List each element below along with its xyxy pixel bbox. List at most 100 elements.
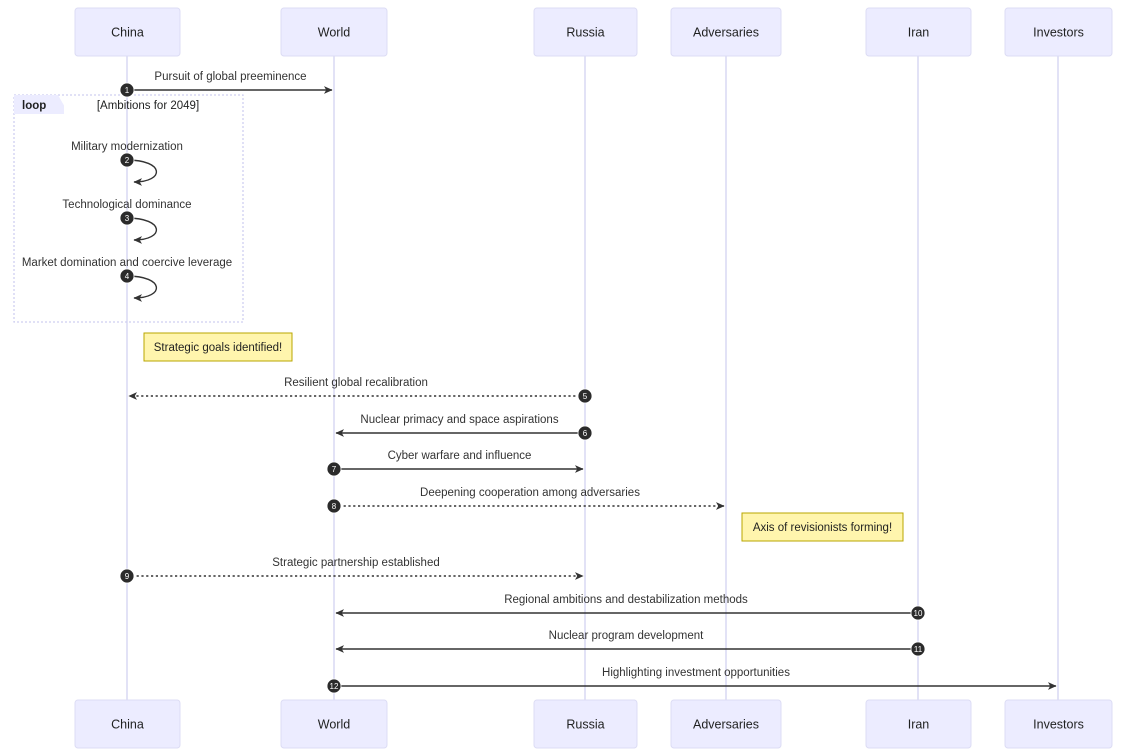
participant-investors-top[interactable]: Investors [1004,7,1113,57]
participant-label-investors-top: Investors [1033,25,1084,39]
sequence-badge-circle-10 [910,605,926,621]
message-6: Nuclear primacy and space aspirations 6 [335,414,593,441]
participant-investors-bottom[interactable]: Investors [1004,699,1113,749]
note-axis-revisionists: Axis of revisionists forming! [741,512,904,542]
participant-box-investors-top[interactable] [1004,7,1113,57]
participant-label-china-bottom: China [111,717,144,731]
sequence-badge-circle-5 [577,388,593,404]
sequence-badge-circle-8 [326,498,342,514]
sequence-badge-label-8: 8 [332,502,337,511]
note-axis-revisionists-background [741,512,904,542]
participant-label-iran-top: Iran [908,25,930,39]
lifelines-layer [126,56,1059,700]
sequence-badge-label-11: 11 [914,645,923,654]
message-label-7: Cyber warfare and influence [388,450,532,462]
message-7: Cyber warfare and influence 7 [326,450,584,477]
sequence-badge-label-2: 2 [125,156,130,165]
message-12: Highlighting investment opportunities 12 [326,667,1057,694]
message-label-4: Market domination and coercive leverage [22,257,232,269]
participant-box-china-top[interactable] [74,7,181,57]
message-arrow-3 [126,217,158,244]
message-label-12: Highlighting investment opportunities [602,667,790,679]
participant-box-world-bottom[interactable] [280,699,388,749]
participant-box-russia-bottom[interactable] [533,699,638,749]
participant-box-adversaries-bottom[interactable] [670,699,782,749]
message-label-9: Strategic partnership established [272,557,440,569]
participant-box-adversaries-top[interactable] [670,7,782,57]
actors-layer: ChinaChinaWorldWorldRussiaRussiaAdversar… [74,7,1113,749]
message-label-11: Nuclear program development [549,630,704,642]
note-axis-revisionists-text: Axis of revisionists forming! [753,522,892,534]
participant-label-iran-bottom: Iran [908,717,930,731]
participant-label-world-bottom: World [318,717,350,731]
participant-china-bottom[interactable]: China [74,699,181,749]
participant-iran-bottom[interactable]: Iran [865,699,972,749]
message-9: Strategic partnership established 9 [119,557,584,584]
loop-condition-label: [Ambitions for 2049] [97,100,199,112]
participant-adversaries-bottom[interactable]: Adversaries [670,699,782,749]
message-label-1: Pursuit of global preeminence [154,71,306,83]
participant-box-world-top[interactable] [280,7,388,57]
participant-world-top[interactable]: World [280,7,388,57]
participant-label-china-top: China [111,25,144,39]
note-strategic-goals: Strategic goals identified! [143,332,293,362]
message-label-5: Resilient global recalibration [284,377,428,389]
sequence-badge-label-5: 5 [583,392,588,401]
participant-label-russia-top: Russia [566,25,604,39]
sequence-badge-circle-4 [119,268,135,284]
sequence-badge-label-3: 3 [125,214,130,223]
participant-russia-bottom[interactable]: Russia [533,699,638,749]
participant-box-china-bottom[interactable] [74,699,181,749]
message-2: Military modernization 2 [71,141,183,186]
participant-label-adversaries-top: Adversaries [693,25,759,39]
participant-label-russia-bottom: Russia [566,717,604,731]
participant-box-iran-bottom[interactable] [865,699,972,749]
loop-tag-background [14,95,64,114]
participant-box-investors-bottom[interactable] [1004,699,1113,749]
participant-iran-top[interactable]: Iran [865,7,972,57]
message-3: Technological dominance 3 [62,199,192,244]
participant-box-russia-top[interactable] [533,7,638,57]
participant-russia-top[interactable]: Russia [533,7,638,57]
note-strategic-goals-background [143,332,293,362]
message-label-6: Nuclear primacy and space aspirations [360,414,558,426]
message-arrow-2 [126,159,158,186]
participant-adversaries-top[interactable]: Adversaries [670,7,782,57]
participant-label-world-top: World [318,25,350,39]
loop-tag-label: loop [22,100,46,112]
note-strategic-goals-text: Strategic goals identified! [154,342,283,354]
sequence-badge-circle-9 [119,568,135,584]
sequence-badge-circle-6 [577,425,593,441]
sequence-badge-circle-1 [119,82,135,98]
message-label-2: Military modernization [71,141,183,153]
sequence-badge-circle-12 [326,678,342,694]
participant-world-bottom[interactable]: World [280,699,388,749]
message-5: Resilient global recalibration 5 [128,377,593,404]
sequence-badge-circle-3 [119,210,135,226]
sequence-badge-label-7: 7 [332,465,337,474]
message-label-3: Technological dominance [62,199,191,211]
message-11: Nuclear program development 11 [335,630,926,657]
notes-layer: Strategic goals identified! Axis of revis… [143,332,904,542]
sequence-badge-circle-7 [326,461,342,477]
message-8: Deepening cooperation among adversaries 8 [326,487,725,514]
participant-box-iran-top[interactable] [865,7,972,57]
message-arrow-4 [126,275,158,302]
sequence-badge-label-1: 1 [125,86,130,95]
participant-label-investors-bottom: Investors [1033,717,1084,731]
participant-label-adversaries-bottom: Adversaries [693,717,759,731]
message-1: Pursuit of global preeminence 1 [119,71,333,98]
sequence-badge-circle-2 [119,152,135,168]
sequence-badge-circle-11 [910,641,926,657]
message-label-8: Deepening cooperation among adversaries [420,487,640,499]
participant-china-top[interactable]: China [74,7,181,57]
sequence-badge-label-9: 9 [125,572,130,581]
sequence-badge-label-10: 10 [914,609,923,618]
sequence-badge-label-12: 12 [330,682,339,691]
loop-block-layer: loop [Ambitions for 2049] [13,94,244,323]
sequence-badge-label-6: 6 [583,429,588,438]
